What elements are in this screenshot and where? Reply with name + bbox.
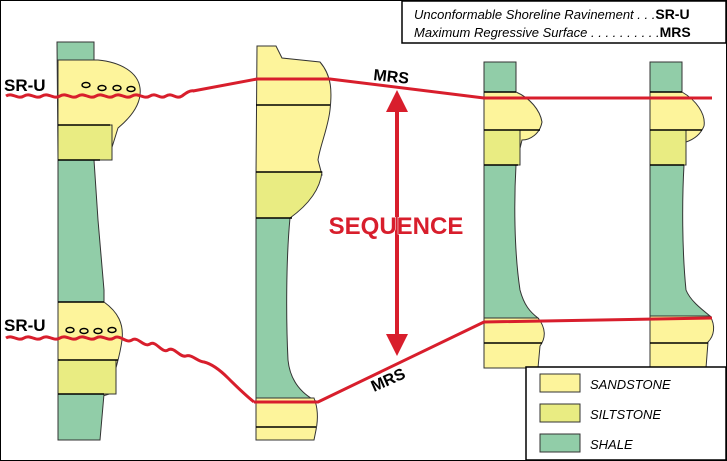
column-2-shale [255, 217, 316, 401]
sequence-label: SEQUENCE [329, 213, 464, 240]
column-1-upper-pebbles [81, 81, 136, 93]
legend-sru-text: Unconformable Shoreline Ravinement . . .… [414, 6, 690, 22]
column-3-top-shale [483, 61, 517, 93]
column-2-upper-sand [255, 45, 332, 176]
lithology-legend: SANDSTONE SILTSTONE SHALE [525, 366, 727, 461]
column-3-upper-silt [483, 129, 521, 166]
column-4-top-shale [649, 61, 683, 93]
column-3-shale [483, 164, 540, 319]
legend-swatch-siltstone [539, 403, 581, 423]
column-1-lower-silt [57, 359, 117, 395]
upper-sru-label: SR-U [4, 76, 46, 95]
column-4-upper-silt [649, 129, 687, 166]
column-2-lower-sand [255, 397, 318, 441]
column-4-shale [649, 164, 712, 317]
legend-label-siltstone: SILTSTONE [590, 407, 661, 422]
column-1-upper-silt [57, 124, 113, 161]
surfaces [5, 77, 713, 404]
column-1-lower-pebbles [65, 326, 117, 335]
well-column-4 [649, 61, 715, 369]
surface-legend: Unconformable Shoreline Ravinement . . .… [401, 0, 727, 44]
legend-mrs-text: Maximum Regressive Surface . . . . . . .… [414, 24, 691, 40]
upper-sru-wavy-line [5, 89, 195, 99]
upper-mrs-label: MRS [373, 67, 410, 88]
well-column-2 [255, 45, 332, 441]
sequence-arrow [386, 90, 408, 356]
legend-swatch-sandstone [539, 373, 581, 393]
legend-swatch-shale [539, 433, 581, 453]
legend-label-sandstone: SANDSTONE [590, 377, 671, 392]
upper-mrs-line [192, 77, 712, 100]
column-4-lower-sand [649, 315, 715, 369]
lower-mrs-line [254, 316, 713, 404]
legend-label-shale: SHALE [590, 437, 633, 452]
well-column-3 [483, 61, 545, 369]
well-column-1 [56, 41, 141, 441]
lower-mrs-label: MRS [369, 366, 409, 396]
lower-sru-wavy-line [5, 335, 255, 404]
lower-sru-label: SR-U [4, 316, 46, 335]
column-1-base-shale [57, 393, 105, 441]
column-2-upper-silt [255, 171, 323, 219]
